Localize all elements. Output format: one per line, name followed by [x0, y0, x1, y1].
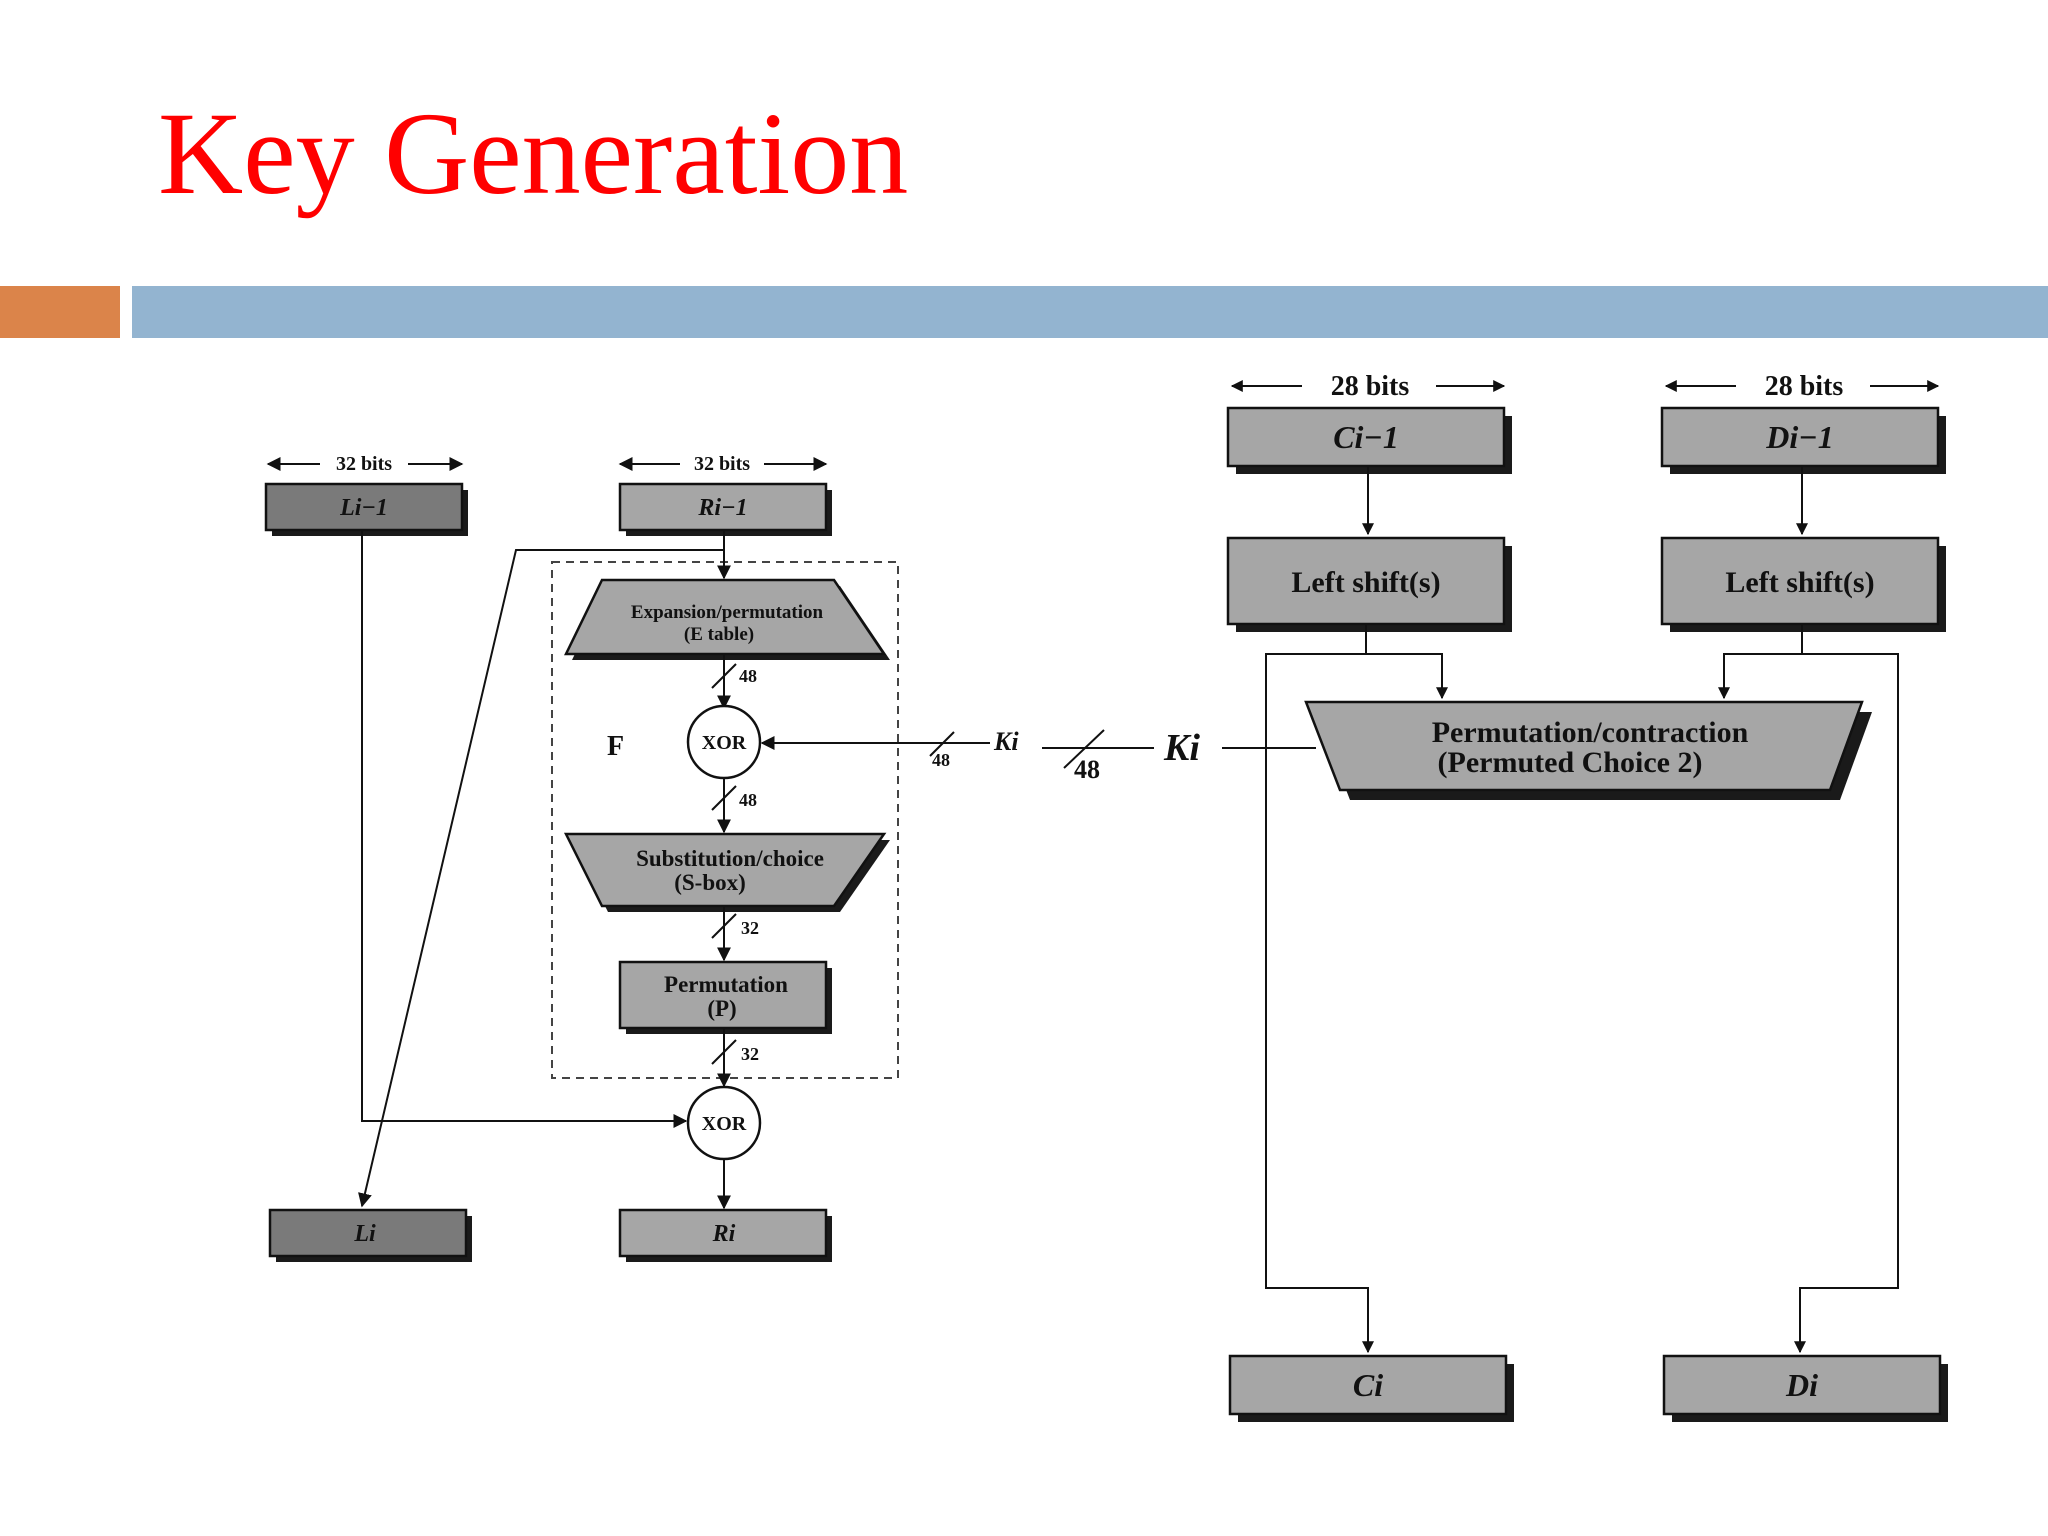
left-input-label: Li−1: [339, 495, 388, 521]
c-input-label: Ci−1: [1333, 419, 1399, 455]
bits-after-xor: 48: [739, 790, 757, 810]
permutation-p-block: Permutation (P): [618, 960, 832, 1034]
d-input-block: Di−1: [1660, 406, 1946, 474]
d-output-block: Di: [1662, 1354, 1948, 1422]
c-left-shift-block: Left shift(s): [1226, 536, 1512, 632]
swap-wire-right-to-left: [358, 549, 724, 1208]
left-output-label: Li: [353, 1221, 376, 1247]
pc2-label-line1: Permutation/contraction: [1432, 716, 1749, 749]
sbox-label-line1: Substitution/choice: [636, 846, 824, 871]
output-xor: XOR: [686, 1085, 762, 1161]
right-input-label: Ri−1: [697, 495, 747, 521]
left-half-wire: [361, 530, 688, 1128]
pc2-label-line2: (Permuted Choice 2): [1438, 746, 1703, 779]
left-input-block: Li−1: [264, 482, 468, 536]
right-width-indicator: 32 bits: [618, 453, 828, 475]
subkey-out-label: Ki: [1163, 727, 1200, 769]
expansion-label-line2: (E table): [684, 624, 754, 645]
title-accent-bar: [0, 286, 120, 338]
d-left-shift-block: Left shift(s): [1660, 536, 1946, 632]
permuted-choice-2-block: Permutation/contraction (Permuted Choice…: [1304, 700, 1872, 800]
expansion-permutation-block: Expansion/permutation (E table): [564, 578, 890, 660]
d-shift-label: Left shift(s): [1725, 566, 1874, 599]
bits-after-perm: 32: [741, 1044, 759, 1064]
d-width-indicator: 28 bits: [1664, 371, 1940, 402]
d-output-label: Di: [1785, 1367, 1818, 1403]
right-input-block: Ri−1: [618, 482, 832, 536]
perm-label-line1: Permutation: [664, 972, 788, 997]
right-output-block: Ri: [618, 1208, 832, 1262]
left-width-label: 32 bits: [336, 453, 392, 475]
right-output-label: Ri: [712, 1221, 736, 1247]
output-xor-label: XOR: [702, 1113, 747, 1135]
subkey-out-bits: 48: [1074, 755, 1100, 784]
c-width-indicator: 28 bits: [1230, 371, 1506, 402]
bits-after-sbox: 32: [741, 918, 759, 938]
sbox-label-line2: (S-box): [674, 870, 746, 895]
c-input-block: Ci−1: [1226, 406, 1512, 474]
slide-title: Key Generation: [158, 88, 909, 219]
key-schedule-section: 28 bits 28 bits Ci−1 Di−1 Left shift(s): [1042, 371, 1948, 1422]
function-f-label: F: [607, 731, 624, 762]
left-output-block: Li: [268, 1208, 472, 1262]
substitution-sbox-block: Substitution/choice (S-box): [563, 832, 890, 912]
c-width-label: 28 bits: [1331, 371, 1410, 402]
left-width-indicator: 32 bits: [266, 453, 464, 475]
subkey-xor-label: XOR: [702, 732, 747, 754]
c-output-block: Ci: [1228, 1354, 1514, 1422]
right-width-label: 32 bits: [694, 453, 750, 475]
d-input-label: Di−1: [1765, 419, 1833, 455]
expansion-label-line1: Expansion/permutation: [631, 602, 824, 623]
c-shift-label: Left shift(s): [1291, 566, 1440, 599]
bits-after-expansion: 48: [739, 666, 757, 686]
subkey-in-label: Ki: [993, 727, 1019, 756]
title-rule: [132, 286, 2048, 338]
round-function-section: 32 bits 32 bits Li−1 Ri−1 F Exp: [264, 453, 1019, 1262]
subkey-in-bits: 48: [932, 750, 950, 770]
c-output-label: Ci: [1353, 1367, 1383, 1403]
d-width-label: 28 bits: [1765, 371, 1844, 402]
subkey-xor: XOR: [686, 704, 762, 780]
perm-label-line2: (P): [707, 996, 736, 1021]
